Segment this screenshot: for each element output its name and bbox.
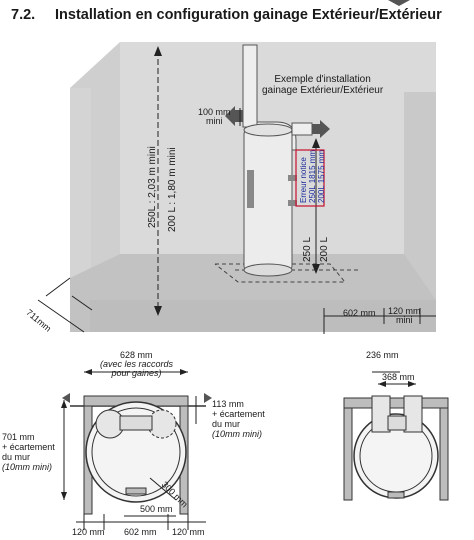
plan-width-note-line1: (avec les raccords — [100, 359, 174, 369]
side-clearance-label: 113 mm + écartement du mur (10mm mini) — [212, 399, 265, 439]
plan-width-note: (avec les raccords pour gaines) — [100, 360, 173, 378]
example-label-line1: Exemple d'installation — [274, 74, 371, 85]
notice-line: Erreur notice — [299, 157, 308, 203]
product-height-250l: 250 L — [302, 236, 313, 262]
side-dim: 113 mm — [212, 399, 244, 409]
plan-width-note-line2: pour gaines) — [111, 368, 162, 378]
airflow-arrow-icon — [312, 120, 330, 138]
floor-front — [90, 300, 436, 332]
inner-dim: 368 mm — [382, 372, 415, 382]
corner-arrow-icon — [388, 0, 410, 6]
outer-dim: 236 mm — [366, 350, 399, 360]
side-note-line1: + écartement — [212, 409, 265, 419]
notice-line: 250L 1815 mm — [308, 149, 317, 203]
depth-label: 701 mm + écartement du mur (10mm mini) — [2, 432, 55, 472]
depth-note-line1: + écartement — [2, 442, 55, 452]
side-note-line2: du mur — [212, 419, 241, 429]
side-note-line3: (10mm mini) — [212, 429, 263, 439]
section-title: Installation en configuration gainage Ex… — [55, 7, 442, 23]
duct-clearance-label: 100 mm mini — [198, 108, 231, 126]
example-label-line2: gainage Extérieur/Extérieur — [262, 85, 384, 96]
notice-text: Erreur notice 250L 1815 mm 200L 1575 mm — [299, 150, 326, 203]
plan-width-dim: 628 mm — [120, 350, 153, 360]
room-height-250l: 250L : 2,03 m mini — [147, 146, 158, 228]
bottom-dim-center: 602 mm — [124, 527, 157, 537]
floor-dim-1: 602 mm — [343, 308, 376, 318]
section-number: 7.2. — [11, 7, 36, 23]
front-dim: 500 mm — [140, 504, 173, 514]
right-wall — [404, 92, 436, 300]
floor-dim-2-group: 120 mm mini — [388, 307, 421, 325]
floor-dim-2-note: mini — [396, 315, 413, 325]
depth-note-line2: du mur — [2, 452, 31, 462]
example-label: Exemple d'installation gainage Extérieur… — [262, 75, 383, 96]
duct-clearance-note: mini — [206, 116, 223, 126]
duct-vertical — [242, 44, 258, 128]
section-heading: 7.2. Installation en configuration gainag… — [11, 8, 442, 23]
product-height-200l: 200 L — [319, 236, 330, 262]
floor-dim-2: 120 mm — [388, 306, 421, 316]
depth-note-line3: (10mm mini) — [2, 462, 53, 472]
control-panel — [247, 170, 254, 208]
bottom-dim-right: 120 mm — [172, 527, 205, 537]
notice-box — [295, 149, 325, 207]
room-height-200l: 200 L : 1,80 m mini — [167, 147, 178, 232]
notice-line: 200L 1575 mm — [317, 149, 326, 203]
left-wall-front — [70, 88, 91, 278]
duct-clearance-value: 100 mm — [198, 107, 231, 117]
depth-dim: 701 mm — [2, 432, 35, 442]
footprint-line — [214, 263, 347, 283]
bottom-dim-left: 120 mm — [72, 527, 105, 537]
